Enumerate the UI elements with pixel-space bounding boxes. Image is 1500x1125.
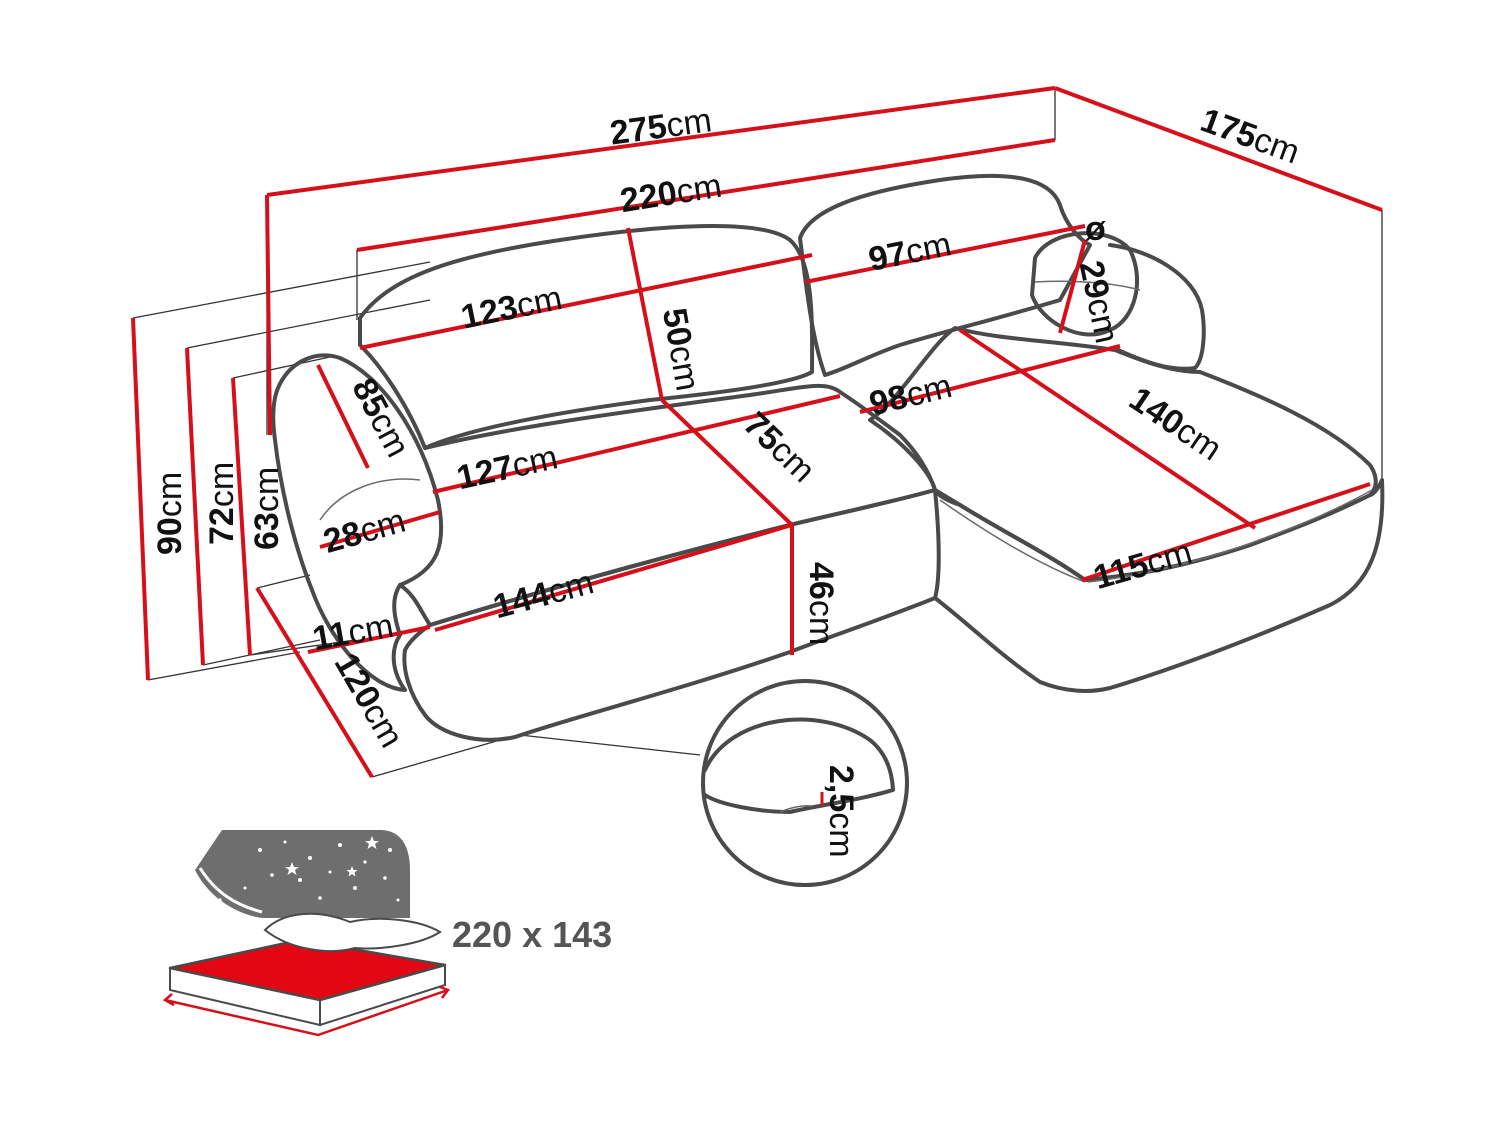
label-90: 90cm — [151, 472, 189, 555]
leg-detail-magnifier: 2,5cm — [701, 679, 909, 887]
label-diameter: ø — [1085, 210, 1106, 248]
label-97: 97cm — [865, 225, 954, 279]
label-28: 28cm — [319, 502, 409, 561]
label-75: 75cm — [736, 405, 822, 490]
label-140: 140cm — [1122, 380, 1228, 469]
label-220: 220cm — [618, 167, 725, 220]
bed-size-label: 220 x 143 — [452, 914, 612, 955]
label-63: 63cm — [248, 467, 286, 550]
label-275: 275cm — [608, 101, 714, 152]
label-127: 127cm — [453, 438, 561, 497]
star-icons — [218, 836, 400, 902]
label-85: 85cm — [344, 372, 417, 463]
sofa-outline — [271, 173, 1385, 742]
label-115: 115cm — [1089, 533, 1196, 597]
dimension-lines — [131, 86, 1383, 779]
label-72: 72cm — [203, 462, 241, 545]
label-98: 98cm — [866, 367, 956, 423]
label-46: 46cm — [802, 562, 840, 645]
label-123: 123cm — [458, 279, 566, 337]
extension-lines — [132, 88, 1383, 778]
label-29: 29cm — [1072, 257, 1126, 346]
sleep-function-icon: 220 x 143 — [162, 830, 612, 1037]
label-11: 11cm — [310, 607, 397, 659]
label-2-5: 2,5cm — [822, 765, 860, 858]
dimension-labels: 275cm 175cm 220cm 123cm 97cm 50cm ø 29cm… — [151, 101, 1304, 754]
label-50: 50cm — [655, 305, 707, 393]
label-144: 144cm — [489, 563, 597, 626]
label-120: 120cm — [327, 647, 411, 754]
